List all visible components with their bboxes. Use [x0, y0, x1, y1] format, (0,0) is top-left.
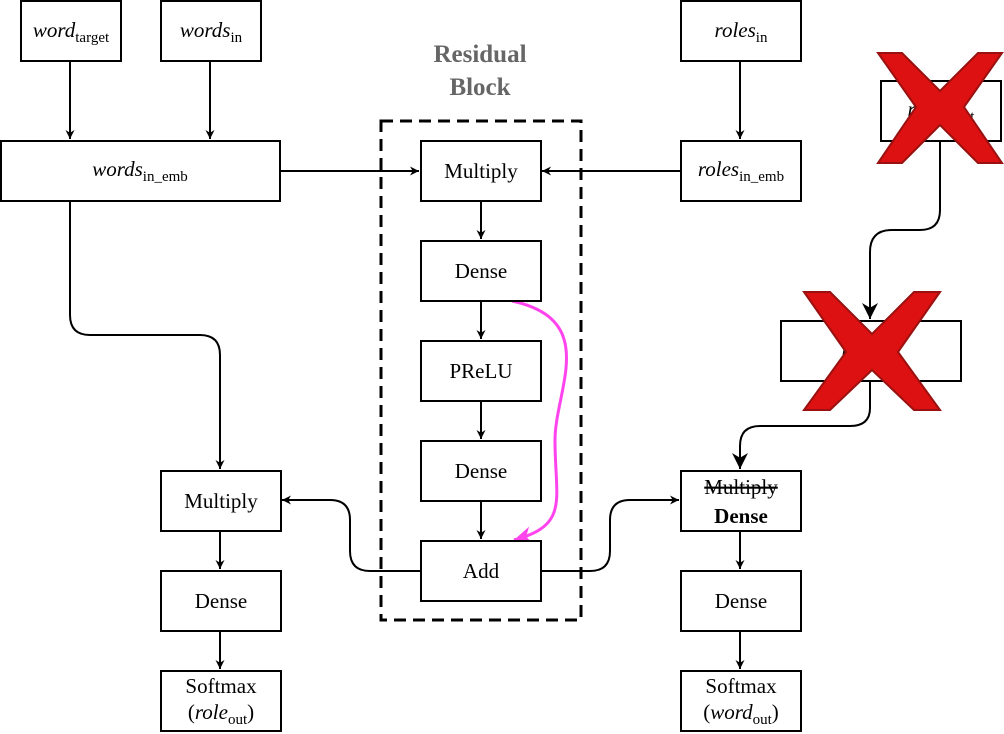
node-left-multiply: Multiply [160, 470, 282, 532]
svg-text:wordsin_emb: wordsin_emb [92, 157, 188, 185]
residual-block-frame [379, 119, 583, 622]
edge-role-emb-to-right-multiply [732, 381, 871, 469]
svg-text:(roleout): (roleout) [188, 700, 254, 728]
edge-words-emb-to-left-multiply [69, 201, 225, 469]
svg-text:wordsin: wordsin [180, 18, 243, 46]
residual-block-title-line1: Residual [433, 41, 526, 68]
svg-text:Multiply: Multiply [444, 159, 518, 183]
node-right-dense: Dense [680, 570, 802, 632]
red-x-cross-icon [802, 291, 942, 411]
skip-connection-arrow [511, 299, 568, 545]
svg-text:Softmax: Softmax [185, 674, 257, 698]
node-rb-add: Add [420, 540, 542, 602]
node-right-multiply-dense: Multiply Dense [680, 470, 802, 532]
residual-block-title-line2: Block [449, 74, 510, 101]
node-rb-prelu: PReLU [420, 340, 542, 402]
svg-text:PReLU: PReLU [450, 359, 513, 383]
svg-text:Dense: Dense [455, 459, 507, 483]
node-roles-in: rolesin [680, 0, 802, 62]
svg-text:(wordout): (wordout) [703, 700, 779, 728]
node-left-dense: Dense [160, 570, 282, 632]
edge-role-target-to-role-emb [862, 141, 941, 319]
svg-text:Dense: Dense [195, 589, 247, 613]
node-words-in: wordsin [160, 0, 262, 62]
svg-text:rolesin_emb: rolesin_emb [698, 157, 784, 185]
svg-text:Multiply: Multiply [184, 489, 258, 513]
red-x-cross-icon [876, 52, 1004, 164]
svg-text:Dense: Dense [715, 589, 767, 613]
node-rb-multiply: Multiply [420, 140, 542, 202]
node-roles-in-emb: rolesin_emb [680, 140, 802, 202]
node-rb-dense-2: Dense [420, 440, 542, 502]
svg-text:Dense: Dense [455, 259, 507, 283]
svg-text:wordtarget: wordtarget [33, 18, 110, 46]
svg-text:rolesin: rolesin [715, 18, 768, 46]
svg-text:Softmax: Softmax [705, 674, 777, 698]
node-rb-dense-1: Dense [420, 240, 542, 302]
node-words-in-emb: wordsin_emb [0, 140, 281, 202]
replacement-dense-label: Dense [714, 504, 768, 528]
edge-add-to-right-multiply [541, 495, 679, 572]
svg-text:Add: Add [463, 559, 500, 583]
edge-add-to-left-multiply [282, 495, 420, 572]
struck-multiply-label: Multiply [704, 475, 778, 499]
node-word-target: wordtarget [20, 0, 122, 62]
node-right-softmax: Softmax (wordout) [680, 670, 802, 732]
node-left-softmax: Softmax (roleout) [160, 670, 282, 732]
